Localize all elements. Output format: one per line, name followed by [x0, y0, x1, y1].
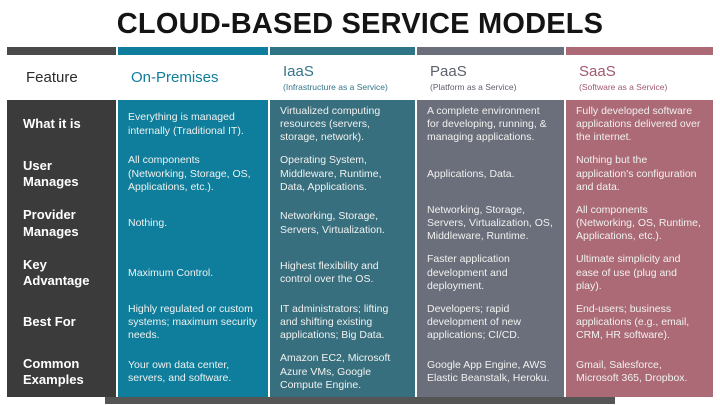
cell-saas-user-manages: Nothing but the application's configurat… [576, 154, 697, 193]
cell-paas-user-manages: Applications, Data. [427, 167, 515, 180]
cell-on-premises-user-manages: All components (Networking, Storage, OS,… [128, 154, 251, 193]
header-saas: SaaS (Software as a Service) [566, 55, 713, 100]
feature-common-examples: Common Examples [23, 355, 84, 388]
cell-paas-what-it-is: A complete environment for developing, r… [427, 104, 547, 144]
cell-iaas-best-for: IT administrators; lifting and shifting … [280, 302, 389, 342]
header-paas-label: PaaS [430, 63, 467, 80]
strip-on-premises [118, 47, 268, 55]
column-saas: Fully developed software applications de… [566, 100, 713, 397]
cell-on-premises-best-for: Highly regulated or custom systems; maxi… [128, 302, 257, 342]
strip-iaas [270, 47, 415, 55]
header-feature: Feature [7, 55, 116, 100]
cell-iaas-common-examples: Amazon EC2, Microsoft Azure VMs, Google … [280, 352, 391, 391]
header-paas: PaaS (Platform as a Service) [417, 55, 564, 100]
strip-saas [566, 47, 713, 55]
cell-saas-key-advantage: Ultimate simplicity and ease of use (plu… [576, 253, 681, 292]
header-iaas-subtitle: (Infrastructure as a Service) [283, 82, 388, 92]
column-on-premises: Everything is managed internally (Tradit… [118, 100, 268, 397]
page-title: CLOUD-BASED SERVICE MODELS [116, 8, 604, 40]
feature-provider-manages: Provider Manages [23, 207, 79, 239]
cell-saas-provider-manages: All components (Networking, OS, Runtime,… [576, 203, 701, 243]
cell-iaas-key-advantage: Highest flexibility and control over the… [280, 259, 379, 286]
header-on-premises: On-Premises [118, 55, 268, 100]
cell-iaas-what-it-is: Virtualized computing resources (servers… [280, 104, 381, 144]
header-feature-label: Feature [26, 69, 78, 86]
cell-paas-provider-manages: Networking, Storage, Servers, Virtualiza… [427, 203, 553, 243]
cell-saas-best-for: End-users; business applications (e.g., … [576, 302, 690, 342]
cell-iaas-provider-manages: Networking, Storage, Servers, Virtualiza… [280, 210, 385, 236]
table-header-row: Feature On-Premises IaaS (Infrastructure… [7, 55, 713, 100]
service-models-table: Feature On-Premises IaaS (Infrastructure… [7, 47, 713, 397]
column-iaas: Virtualized computing resources (servers… [270, 100, 415, 397]
cell-saas-common-examples: Gmail, Salesforce, Microsoft 365, Dropbo… [576, 358, 688, 385]
feature-user-manages: User Manages [23, 157, 79, 190]
column-feature: What it is User Manages Provider Manages… [7, 100, 116, 397]
header-saas-label: SaaS [579, 63, 616, 80]
header-iaas: IaaS (Infrastructure as a Service) [270, 55, 415, 100]
header-iaas-label: IaaS [283, 63, 314, 80]
cell-paas-key-advantage: Faster application development and deplo… [427, 253, 510, 292]
bottom-accent-bar [105, 397, 615, 404]
header-paas-subtitle: (Platform as a Service) [430, 82, 517, 92]
strip-paas [417, 47, 564, 55]
feature-best-for: Best For [23, 314, 76, 330]
cell-paas-best-for: Developers; rapid development of new app… [427, 302, 521, 342]
feature-what-it-is: What it is [23, 116, 81, 132]
cell-on-premises-provider-manages: Nothing. [128, 217, 168, 230]
header-saas-subtitle: (Software as a Service) [579, 82, 668, 92]
strip-feature [7, 47, 116, 55]
feature-key-advantage: Key Advantage [23, 256, 90, 289]
table-body: What it is User Manages Provider Manages… [7, 100, 713, 397]
column-paas: A complete environment for developing, r… [417, 100, 564, 397]
header-on-premises-label: On-Premises [131, 69, 219, 86]
cell-paas-common-examples: Google App Engine, AWS Elastic Beanstalk… [427, 358, 550, 385]
cell-on-premises-common-examples: Your own data center, servers, and softw… [128, 358, 232, 385]
column-color-strip [7, 47, 713, 55]
cell-saas-what-it-is: Fully developed software applications de… [576, 104, 701, 144]
cell-on-premises-what-it-is: Everything is managed internally (Tradit… [128, 111, 244, 137]
cell-iaas-user-manages: Operating System, Middleware, Runtime, D… [280, 154, 382, 193]
cell-on-premises-key-advantage: Maximum Control. [128, 266, 214, 279]
